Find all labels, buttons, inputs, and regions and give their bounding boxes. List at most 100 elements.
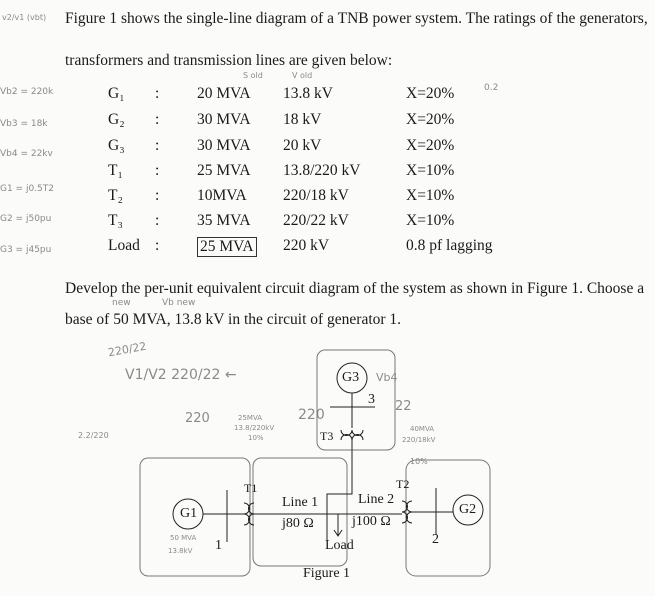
mva-rating: 30 MVA: [197, 111, 251, 128]
power-factor: 0.8 pf lagging: [406, 237, 493, 254]
transformer-t2-primary: [401, 500, 408, 524]
bus1-label: 1: [215, 538, 222, 553]
rating-row-t2: T₂ : 10MVA 220/18 kV X=10%: [0, 187, 655, 209]
line1-impedance: j80 Ω: [282, 516, 314, 531]
rating-row-g3: G₃ : 30 MVA 20 kV X=20%: [0, 137, 655, 159]
figure-caption: Figure 1: [303, 566, 351, 581]
handwritten-note: V old: [292, 71, 313, 80]
handwritten-note: Vb3 = 18k: [0, 119, 48, 129]
line2-label: Line 2: [358, 492, 395, 507]
line2-impedance: j100 Ω: [352, 514, 391, 529]
handwritten-note: Vb4: [376, 371, 398, 384]
rating-row-load: Load : 25 MVA 220 kV 0.8 pf lagging: [0, 237, 655, 259]
t2-label: T2: [396, 477, 410, 491]
kv-rating: 220 kV: [283, 237, 330, 254]
handwritten-note: G3 = j45pu: [0, 245, 52, 255]
component-name: T₂: [108, 187, 123, 204]
reactance: X=20%: [406, 111, 455, 128]
handwritten-note: 40MVA: [410, 425, 435, 433]
kv-rating: 18 kV: [283, 111, 322, 128]
g3-label: G3: [342, 370, 360, 385]
mva-rating: 30 MVA: [197, 137, 251, 154]
reactance: X=10%: [406, 162, 455, 179]
zone-box-1: [139, 457, 251, 577]
handwritten-note: 10%: [248, 434, 264, 442]
handwritten-note: 22: [395, 399, 412, 414]
transformer-t2-secondary: [406, 500, 413, 524]
separator: :: [155, 111, 160, 128]
handwritten-note: 10%: [410, 457, 428, 466]
kv-rating: 13.8/220 kV: [283, 162, 361, 179]
kv-rating: 13.8 kV: [283, 85, 333, 102]
zone-box-3: [405, 459, 491, 577]
handwritten-note: 220/18kV: [402, 436, 436, 444]
handwritten-note: 0.2: [484, 83, 499, 93]
rating-row-g2: G₂ : 30 MVA 18 kV X=20%: [0, 111, 655, 133]
handwritten-note: V1/V2 220/22 ←: [125, 367, 237, 383]
component-name: Load: [108, 237, 140, 254]
component-name: G₂: [108, 111, 125, 128]
handwritten-note: 13.8kV: [168, 547, 193, 555]
kv-rating: 20 kV: [283, 137, 322, 154]
t3-label: T3: [320, 429, 334, 443]
separator: :: [155, 85, 160, 102]
handwritten-note: v2/v1 (vbt): [2, 13, 47, 22]
handwritten-note: 220: [298, 407, 325, 423]
component-name: G₁: [108, 85, 125, 102]
handwritten-note: 25MVA: [238, 414, 263, 422]
handwritten-note: G1 = j0.5T2: [0, 184, 54, 194]
transformer-t3-secondary: [340, 429, 364, 436]
handwritten-note: Vb new: [162, 298, 196, 308]
mva-rating: 10MVA: [197, 187, 247, 204]
rating-row-t3: T₃ : 35 MVA 220/22 kV X=10%: [0, 212, 655, 234]
handwritten-note: new: [112, 298, 131, 308]
bus3-label: 3: [368, 392, 375, 407]
mva-rating: 25 MVA: [197, 237, 257, 257]
component-name: G₃: [108, 137, 125, 154]
mva-rating: 20 MVA: [197, 85, 251, 102]
line1-label: Line 1: [282, 495, 319, 510]
handwritten-note: 50 MVA: [170, 534, 197, 542]
kv-rating: 220/22 kV: [283, 212, 349, 229]
instruction-line-1: Develop the per-unit equivalent circuit …: [65, 280, 645, 297]
bus2-label: 2: [432, 532, 439, 547]
handwritten-note: 2.2/220: [78, 431, 109, 440]
question-line-2: transformers and transmission lines are …: [65, 52, 393, 69]
handwritten-note: Vb4 = 22kv: [0, 149, 53, 159]
generator-g2-symbol: [452, 494, 484, 526]
separator: :: [155, 212, 160, 229]
separator: :: [155, 237, 160, 254]
separator: :: [155, 162, 160, 179]
t1-label: T1: [244, 481, 258, 495]
zone-box-4: [316, 349, 396, 451]
kv-rating: 220/18 kV: [283, 187, 349, 204]
handwritten-note: 220: [185, 411, 210, 426]
rating-row-g1: G₁ : 20 MVA 13.8 kV X=20%: [0, 85, 655, 107]
g1-label: G1: [180, 506, 198, 521]
mva-rating: 35 MVA: [197, 212, 251, 229]
reactance: X=20%: [406, 85, 455, 102]
handwritten-note: Vb2 = 220k: [0, 87, 54, 97]
instruction-line-2: base of 50 MVA, 13.8 kV in the circuit o…: [65, 311, 402, 328]
question-line-1: Figure 1 shows the single-line diagram o…: [65, 10, 648, 27]
zone-box-2: [252, 457, 348, 567]
handwritten-note: S old: [243, 71, 263, 80]
reactance: X=20%: [406, 137, 455, 154]
separator: :: [155, 187, 160, 204]
g2-label: G2: [459, 502, 477, 517]
mva-rating: 25 MVA: [197, 162, 251, 179]
handwritten-note: G2 = j50pu: [0, 214, 52, 224]
reactance: X=10%: [406, 212, 455, 229]
rating-row-t1: T₁ : 25 MVA 13.8/220 kV X=10%: [0, 162, 655, 184]
handwritten-note: 13.8/220kV: [234, 424, 275, 432]
load-arrow-icon: [333, 529, 343, 537]
component-name: T₃: [108, 212, 123, 229]
component-name: T₁: [108, 162, 123, 179]
reactance: X=10%: [406, 187, 455, 204]
separator: :: [155, 137, 160, 154]
transformer-t1-primary: [243, 502, 250, 526]
t3-feeder: [326, 440, 353, 540]
load-label: Load: [325, 538, 354, 553]
